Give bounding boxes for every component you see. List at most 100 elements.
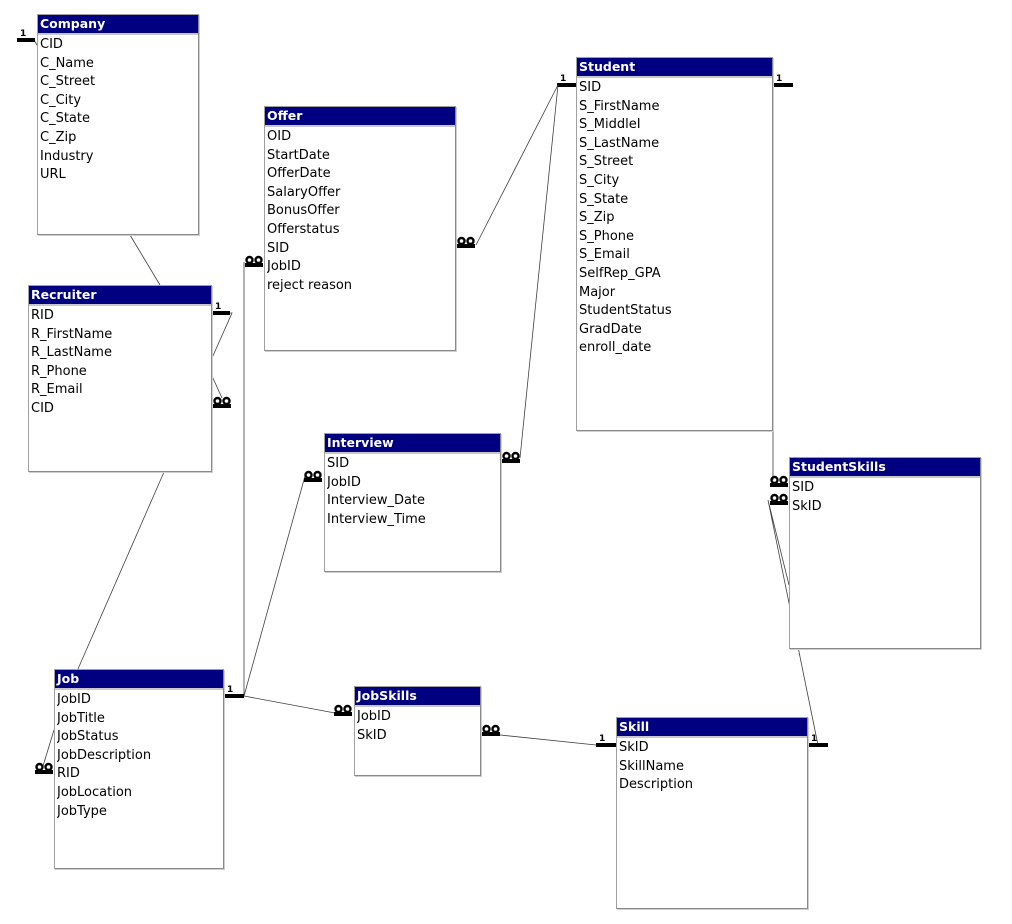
field-jobtitle[interactable]: JobTitle: [57, 710, 105, 726]
table-company[interactable]: Company CID C_Name C_Street C_City C_Sta…: [37, 14, 199, 235]
field-skid[interactable]: SkID: [792, 498, 822, 514]
table-title[interactable]: Interview: [325, 434, 500, 452]
field-oid[interactable]: OID: [267, 129, 292, 144]
table-interview[interactable]: Interview SID JobID Interview_Date Inter…: [324, 433, 501, 572]
field-skid[interactable]: SkID: [357, 727, 387, 743]
student-one-end-right-bar: [773, 83, 793, 87]
field-rid[interactable]: RID: [57, 766, 80, 782]
offer-many-end-bar: [245, 263, 263, 267]
interview-many-end-left-loop-right: [313, 470, 322, 480]
table-jobskills[interactable]: JobSkills JobID SkID: [354, 686, 481, 776]
field-offerstatus[interactable]: Offerstatus: [267, 221, 340, 237]
company-one-end-bar: [17, 38, 35, 42]
rel-job-interview: [243, 475, 306, 697]
table-title[interactable]: Company: [38, 15, 198, 33]
field-cid[interactable]: CID: [31, 400, 54, 416]
field-s-zip[interactable]: S_Zip: [579, 210, 615, 226]
interview-many-end-left-loop-left: [304, 470, 313, 480]
field-jobid[interactable]: JobID: [357, 709, 391, 724]
field-studentstatus[interactable]: StudentStatus: [579, 303, 672, 319]
recruiter-many-end-loop-right: [222, 396, 231, 406]
table-title[interactable]: StudentSkills: [790, 458, 980, 476]
field-selfrep-gpa[interactable]: SelfRep_GPA: [579, 265, 661, 281]
field-s-middlei[interactable]: S_MiddleI: [579, 117, 641, 133]
field-reject-reason[interactable]: reject reason: [267, 277, 353, 293]
field-s-phone[interactable]: S_Phone: [579, 228, 635, 244]
table-studentskills[interactable]: StudentSkills SID SkID: [789, 457, 981, 649]
recruiter-one-end-bar: [212, 311, 230, 315]
company-one-end-label: 1: [20, 29, 26, 39]
table-skill[interactable]: Skill SkID SkillName Description: [616, 717, 808, 909]
table-title[interactable]: Student: [577, 58, 772, 76]
rel-recruiter-job: [77, 471, 165, 670]
rel-jobskills-skill: [480, 732, 616, 746]
field-sid[interactable]: SID: [267, 240, 290, 256]
field-industry[interactable]: Industry: [40, 148, 94, 164]
field-rid[interactable]: RID: [31, 308, 54, 323]
field-joblocation[interactable]: JobLocation: [57, 784, 133, 800]
field-bonusoffer[interactable]: BonusOffer: [267, 203, 340, 219]
field-jobid[interactable]: JobID: [327, 474, 361, 490]
table-title[interactable]: Skill: [617, 718, 807, 736]
field-s-firstname[interactable]: S_FirstName: [579, 98, 660, 114]
field-skid[interactable]: SkID: [619, 740, 649, 755]
field-jobdescription[interactable]: JobDescription: [57, 747, 152, 763]
field-c-street[interactable]: C_Street: [40, 74, 96, 90]
field-jobtype[interactable]: JobType: [57, 803, 107, 819]
field-c-name[interactable]: C_Name: [40, 55, 94, 71]
field-s-lastname[interactable]: S_LastName: [579, 135, 660, 151]
rel-job-jobskills: [243, 695, 336, 714]
field-s-state[interactable]: S_State: [579, 191, 629, 207]
field-r-lastname[interactable]: R_LastName: [31, 345, 112, 361]
field-sid[interactable]: SID: [327, 456, 350, 471]
table-offer[interactable]: Offer OID StartDate OfferDate SalaryOffe…: [264, 106, 456, 351]
field-r-email[interactable]: R_Email: [31, 382, 83, 398]
field-offerdate[interactable]: OfferDate: [267, 166, 331, 182]
table-recruiter[interactable]: Recruiter RID R_FirstName R_LastName R_P…: [28, 285, 212, 472]
field-salaryoffer[interactable]: SalaryOffer: [267, 184, 341, 200]
jobskills-many-end-right-loop-left: [482, 724, 491, 734]
rel-student-offer: [475, 84, 559, 246]
field-skillname[interactable]: SkillName: [619, 758, 684, 774]
field-jobid[interactable]: JobID: [57, 692, 91, 707]
field-sid[interactable]: SID: [579, 80, 602, 95]
table-title[interactable]: Recruiter: [29, 286, 211, 304]
field-description[interactable]: Description: [619, 777, 694, 793]
table-title[interactable]: JobSkills: [355, 687, 480, 705]
field-r-firstname[interactable]: R_FirstName: [31, 326, 113, 342]
studentskills-many-end-sid-loop-right: [779, 475, 788, 485]
job-one-end-label: 1: [227, 685, 233, 695]
field-c-city[interactable]: C_City: [40, 92, 82, 108]
table-title[interactable]: Offer: [265, 107, 455, 125]
field-enroll-date[interactable]: enroll_date: [579, 340, 652, 356]
rel-recruiter-right: [211, 312, 233, 359]
field-jobid[interactable]: JobID: [267, 259, 301, 275]
field-jobstatus[interactable]: JobStatus: [57, 729, 119, 745]
field-c-state[interactable]: C_State: [40, 111, 90, 127]
field-cid[interactable]: CID: [40, 37, 63, 52]
skill-one-end-left-bar: [596, 743, 616, 747]
field-s-city[interactable]: S_City: [579, 172, 620, 188]
field-r-phone[interactable]: R_Phone: [31, 363, 87, 379]
field-c-zip[interactable]: C_Zip: [40, 129, 77, 145]
field-url[interactable]: URL: [40, 167, 66, 183]
field-interview-date[interactable]: Interview_Date: [327, 493, 426, 509]
interview-many-end-right-bar: [502, 459, 520, 463]
job-many-end-loop-right: [44, 762, 53, 772]
field-sid[interactable]: SID: [792, 480, 815, 495]
rel-student-interview: [519, 84, 559, 459]
jobskills-many-end-left-bar: [334, 712, 352, 716]
field-major[interactable]: Major: [579, 284, 616, 300]
field-graddate[interactable]: GradDate: [579, 321, 642, 337]
table-title[interactable]: Job: [55, 670, 223, 688]
field-s-email[interactable]: S_Email: [579, 247, 630, 263]
offer-many-end-loop-left: [245, 255, 254, 265]
table-job[interactable]: Job JobID JobTitle JobStatus JobDescript…: [54, 669, 224, 869]
table-student[interactable]: Student SID S_FirstName S_MiddleI S_Last…: [576, 57, 773, 431]
field-interview-time[interactable]: Interview_Time: [327, 511, 426, 527]
studentskills-many-end-skid-bar: [770, 501, 788, 505]
field-startdate[interactable]: StartDate: [267, 147, 330, 163]
field-s-street[interactable]: S_Street: [579, 154, 634, 170]
interview-many-end-right-loop-left: [502, 451, 511, 461]
student-one-end-left-label: 1: [560, 74, 566, 84]
